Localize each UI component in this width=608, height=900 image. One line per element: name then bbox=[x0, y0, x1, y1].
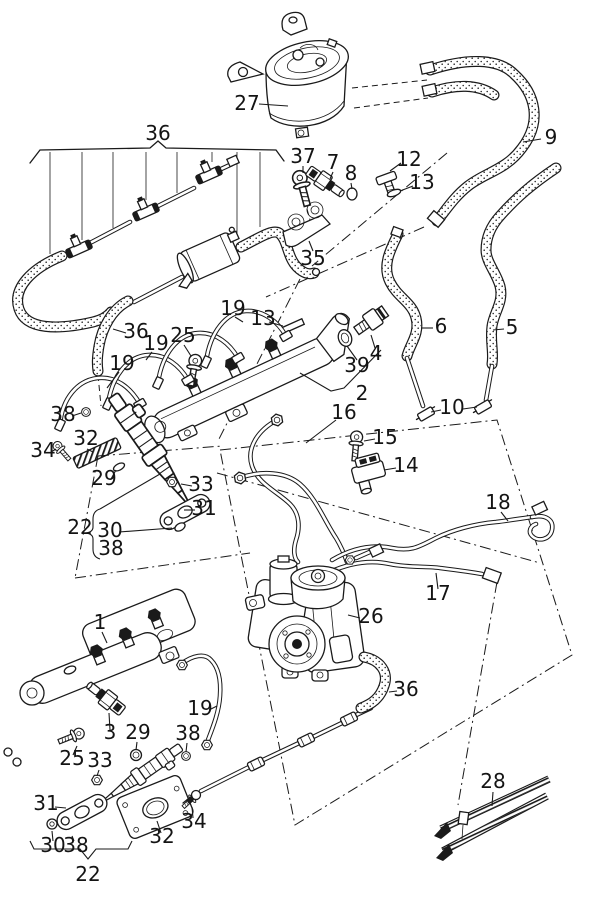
callouts: 36 27 9 37 7 8 12 13 35 36 19 19 25 19 1… bbox=[30, 91, 557, 886]
callout-9: 9 bbox=[545, 125, 558, 149]
callout-22-lower: 22 bbox=[75, 862, 100, 886]
nut-33-lower bbox=[91, 774, 103, 786]
seal-8 bbox=[346, 187, 358, 201]
callout-30-upper: 30 bbox=[97, 518, 122, 542]
injector-group-upper bbox=[50, 385, 214, 560]
callout-8: 8 bbox=[345, 161, 358, 185]
callout-36-bracket: 36 bbox=[145, 121, 170, 145]
callout-5: 5 bbox=[506, 315, 519, 339]
injector-group-lower bbox=[29, 739, 203, 860]
pump-head bbox=[290, 565, 346, 610]
clamp-31-lower bbox=[53, 790, 111, 834]
leader-lines bbox=[50, 103, 542, 842]
clamp-bar-32 bbox=[72, 437, 122, 469]
long-fuel-line-assembly bbox=[182, 657, 385, 804]
callout-37: 37 bbox=[290, 144, 315, 168]
callout-31-upper: 31 bbox=[191, 496, 216, 520]
callout-38-lower-b: 38 bbox=[63, 833, 88, 857]
callout-32-bar: 32 bbox=[73, 426, 98, 450]
callout-6: 6 bbox=[435, 314, 448, 338]
callout-34-upper: 34 bbox=[30, 438, 55, 462]
callout-16: 16 bbox=[331, 400, 356, 424]
callout-13-rail: 13 bbox=[250, 306, 275, 330]
callout-19-pipe-4: 19 bbox=[187, 696, 212, 720]
callout-30-lower: 30 bbox=[40, 833, 65, 857]
seal-ring-39 bbox=[337, 329, 353, 347]
callout-1: 1 bbox=[94, 610, 107, 634]
callout-22-upper: 22 bbox=[67, 515, 92, 539]
callout-19-pipe-3: 19 bbox=[220, 296, 245, 320]
ring-38-lower bbox=[181, 751, 191, 761]
callout-31-lower: 31 bbox=[33, 791, 58, 815]
callout-29-lower: 29 bbox=[125, 720, 150, 744]
callout-7: 7 bbox=[327, 150, 340, 174]
cap-38 bbox=[81, 407, 91, 417]
callout-19-pipe-2: 19 bbox=[143, 331, 168, 355]
fuel-rail-lower bbox=[3, 588, 223, 767]
seal-29-lower bbox=[129, 748, 143, 762]
callout-33-lower: 33 bbox=[87, 748, 112, 772]
callout-19-pipe-1: 19 bbox=[109, 351, 134, 375]
return-hose-9 bbox=[419, 61, 534, 229]
fuel-filter bbox=[227, 11, 349, 139]
callout-38-lower-a: 38 bbox=[175, 721, 200, 745]
callout-33-upper: 33 bbox=[188, 472, 213, 496]
sensor-3 bbox=[82, 676, 129, 719]
callout-25-bolt-top: 25 bbox=[170, 323, 195, 347]
supply-line-assembly-36 bbox=[18, 140, 321, 371]
callout-27: 27 bbox=[234, 91, 259, 115]
pump-accumulator bbox=[267, 555, 300, 606]
callout-14: 14 bbox=[393, 453, 418, 477]
mount-plate-32 bbox=[116, 775, 194, 839]
callout-32-plate: 32 bbox=[149, 824, 174, 848]
cable-ties-28 bbox=[434, 775, 551, 861]
feed-hoses bbox=[387, 168, 556, 424]
callout-39: 39 bbox=[344, 353, 369, 377]
stud-30-lower bbox=[46, 818, 58, 830]
pressure-valve-4 bbox=[352, 305, 390, 336]
callout-25-lower: 25 bbox=[59, 746, 84, 770]
callout-28: 28 bbox=[480, 769, 505, 793]
callout-4: 4 bbox=[370, 341, 383, 365]
callout-36-pump-hose: 36 bbox=[393, 677, 418, 701]
connecting-pipes-16 bbox=[231, 412, 387, 565]
callout-3: 3 bbox=[104, 720, 117, 744]
callout-36-hose-left: 36 bbox=[123, 319, 148, 343]
construction-lines bbox=[74, 79, 573, 826]
high-pressure-pump bbox=[244, 542, 385, 682]
callout-17: 17 bbox=[425, 581, 450, 605]
callout-35: 35 bbox=[300, 246, 325, 270]
callout-15: 15 bbox=[372, 425, 397, 449]
callout-2: 2 bbox=[356, 381, 369, 405]
bolt-25-lower bbox=[55, 725, 87, 749]
inline-damper bbox=[176, 226, 241, 289]
sensor-and-fitting-parts bbox=[282, 162, 402, 248]
callout-38-cap: 38 bbox=[50, 402, 75, 426]
callout-34-lower: 34 bbox=[181, 809, 206, 833]
clamp-10-left bbox=[413, 404, 439, 424]
bracket-14 bbox=[351, 452, 387, 495]
callout-18: 18 bbox=[485, 490, 510, 514]
callout-38-upper: 38 bbox=[98, 536, 123, 560]
callout-12: 12 bbox=[396, 147, 421, 171]
nut-33-upper bbox=[166, 476, 178, 488]
callout-10: 10 bbox=[439, 395, 464, 419]
seal-29-upper bbox=[112, 462, 126, 472]
callout-26: 26 bbox=[358, 604, 383, 628]
stud-30-upper bbox=[174, 522, 186, 532]
callout-13-top: 13 bbox=[409, 170, 434, 194]
callout-29-upper: 29 bbox=[91, 466, 116, 490]
pump-pulley bbox=[268, 615, 326, 673]
bracket-35 bbox=[282, 201, 331, 248]
fuel-rail-upper bbox=[144, 305, 390, 444]
